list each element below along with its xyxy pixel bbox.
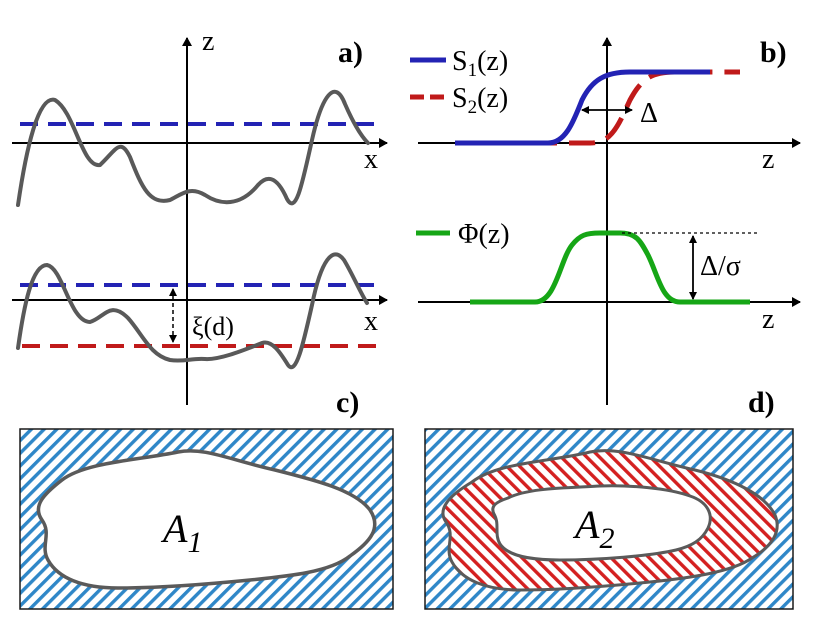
legend-s1-label: S1(z) [452, 46, 508, 81]
delta-label: Δ [640, 98, 658, 129]
s1-blue-curve [455, 69, 710, 146]
panel-c-label: c) [336, 386, 359, 419]
delta-sigma-label: Δ/σ [700, 251, 741, 282]
phi-green-curve [470, 230, 750, 305]
legend-s2-sub: 2 [468, 97, 478, 118]
panel-d: d) A2 [424, 386, 794, 610]
panel-a-z-label: z [202, 26, 214, 57]
panel-c: c) A1 [19, 386, 394, 610]
legend-s1-sub: 1 [468, 60, 478, 81]
panel-a-top-surface-curve [16, 89, 370, 207]
panel-a-bottom-surface-curve [16, 252, 369, 370]
area-a1-main: A [160, 506, 188, 551]
xi-label: ξ(d) [192, 312, 234, 341]
area-a1-sub: 1 [187, 526, 202, 559]
legend-s1-tail: (z) [477, 46, 508, 77]
legend-s1-main: S [452, 46, 468, 77]
area-a2-inner-shape [491, 484, 712, 562]
area-a1-label: A1 [160, 506, 202, 559]
panel-a-top-x-label: x [364, 144, 378, 175]
area-a2-sub: 2 [599, 522, 614, 555]
panel-b: z S1(z) S2(z) Δ b) z Φ(z) Δ/σ [410, 36, 801, 405]
area-a2-label: A2 [572, 502, 614, 555]
legend-s2-label: S2(z) [452, 83, 508, 118]
panel-a: z x x ξ(d) a) [12, 26, 388, 405]
panel-a-bottom-x-label: x [364, 306, 378, 337]
panel-b-label: b) [760, 36, 787, 69]
legend-s2-main: S [452, 83, 468, 114]
panel-d-label: d) [748, 386, 775, 419]
phi-z-label: z [762, 304, 774, 335]
area-a1-shape [36, 449, 377, 590]
panel-b-z-label: z [762, 144, 774, 175]
legend-phi-label: Φ(z) [458, 219, 510, 250]
legend-s2-tail: (z) [477, 83, 508, 114]
panel-a-label: a) [338, 36, 363, 69]
area-a2-main: A [572, 502, 600, 547]
